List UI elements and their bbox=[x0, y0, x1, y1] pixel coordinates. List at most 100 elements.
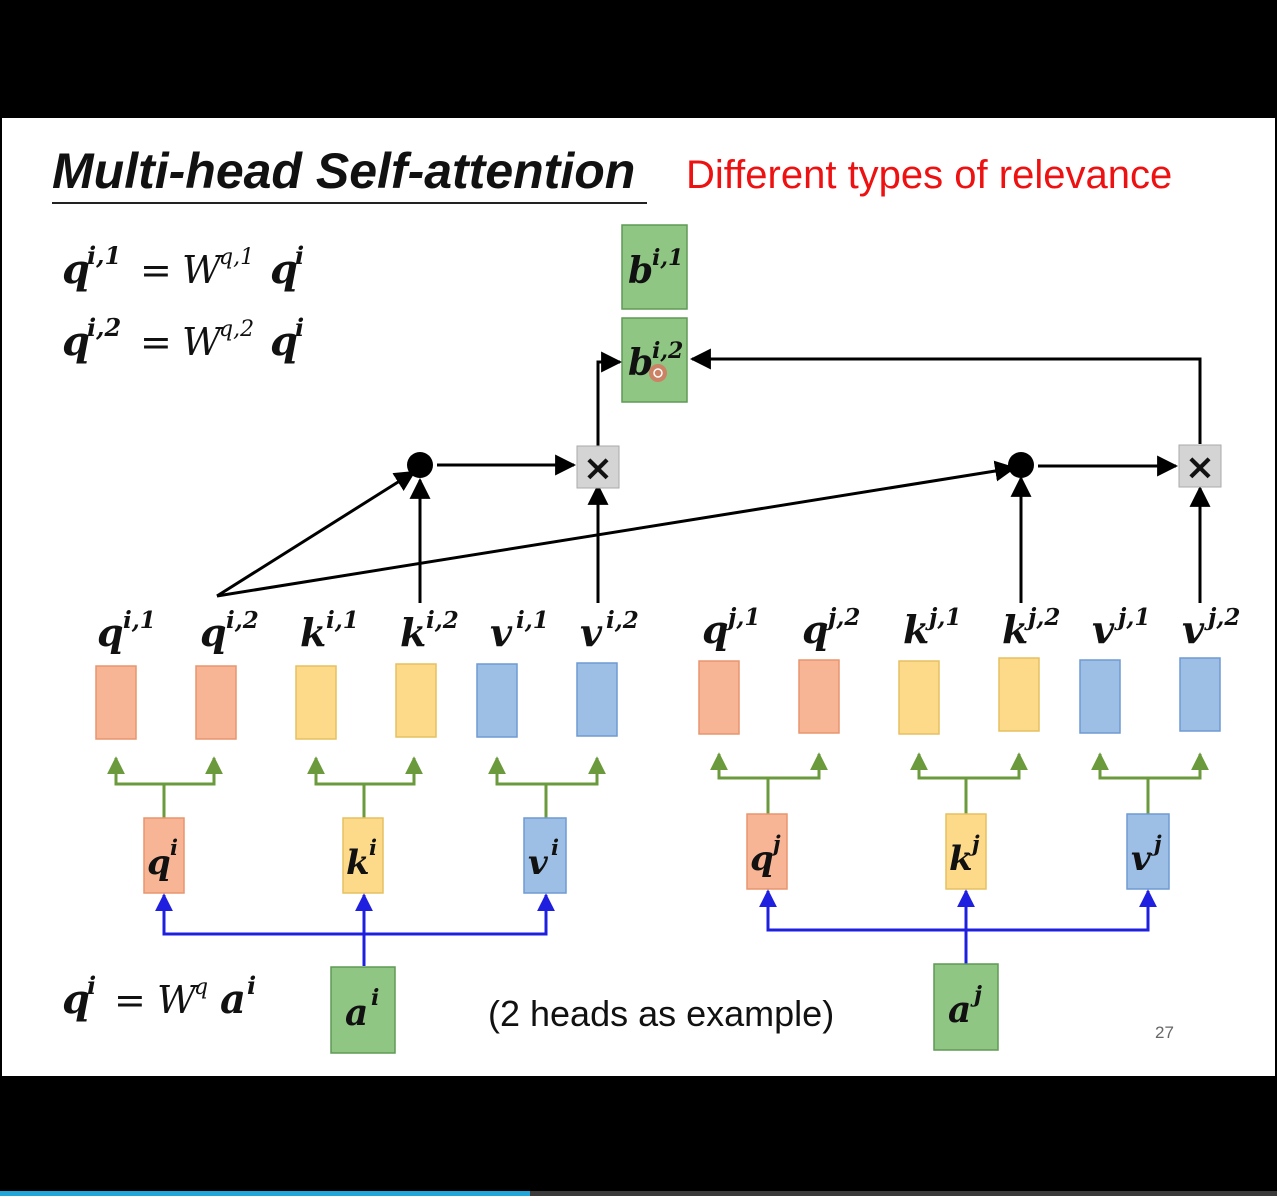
svg-text:i: i bbox=[551, 835, 559, 860]
svg-text:a: a bbox=[220, 976, 246, 1023]
equation-q-i: q i = W q a i bbox=[62, 971, 256, 1023]
multiply-box-1: × bbox=[576, 445, 620, 489]
svg-text:q,2: q,2 bbox=[219, 317, 254, 342]
vector-q-j1 bbox=[698, 660, 740, 735]
svg-text:i,2: i,2 bbox=[87, 313, 121, 342]
mid-vector-q-i: q i bbox=[143, 817, 185, 894]
mid-vector-v-i: v i bbox=[523, 817, 567, 894]
svg-text:i: i bbox=[371, 985, 379, 1011]
svg-text:q: q bbox=[750, 839, 774, 879]
svg-text:v: v bbox=[490, 610, 513, 655]
svg-text:i,2: i,2 bbox=[226, 607, 259, 634]
svg-text:v: v bbox=[1131, 839, 1152, 879]
svg-text:i,2: i,2 bbox=[652, 338, 683, 364]
svg-text:×: × bbox=[583, 448, 613, 489]
vector-v-i2 bbox=[576, 662, 618, 737]
slide: Multi-head Self-attention Different type… bbox=[2, 118, 1275, 1076]
slide-subtitle: Different types of relevance bbox=[686, 153, 1172, 197]
diagram-canvas: Multi-head Self-attention Different type… bbox=[52, 143, 1240, 1054]
head-split-arrows bbox=[107, 752, 1209, 818]
vector-v-j1 bbox=[1079, 659, 1121, 734]
svg-text:b: b bbox=[628, 342, 653, 384]
dot-product-node-1 bbox=[407, 452, 433, 478]
vector-k-j2 bbox=[998, 657, 1040, 732]
svg-text:v: v bbox=[1092, 607, 1115, 652]
svg-text:=: = bbox=[140, 320, 172, 364]
vector-q-i1 bbox=[95, 665, 137, 740]
vector-q-i2 bbox=[195, 665, 237, 740]
svg-text:i: i bbox=[369, 835, 377, 860]
mid-vector-q-j: q j bbox=[746, 813, 788, 890]
svg-text:=: = bbox=[140, 248, 172, 292]
svg-text:q: q bbox=[147, 843, 171, 883]
svg-text:i: i bbox=[295, 313, 304, 342]
svg-text:k: k bbox=[949, 839, 973, 879]
slide-title: Multi-head Self-attention bbox=[52, 143, 635, 199]
cursor-pointer-dot bbox=[649, 364, 667, 382]
svg-text:q: q bbox=[97, 610, 124, 655]
svg-text:×: × bbox=[1185, 447, 1215, 488]
input-a-i: a i bbox=[330, 966, 396, 1054]
svg-text:q: q bbox=[702, 607, 729, 652]
head-vectors-i bbox=[95, 662, 618, 740]
svg-text:W: W bbox=[182, 320, 224, 364]
svg-text:q: q bbox=[62, 976, 90, 1023]
video-progress-fill bbox=[0, 1191, 530, 1196]
head-vectors-j bbox=[698, 657, 1221, 735]
svg-text:i,2: i,2 bbox=[426, 607, 459, 634]
projection-arrows bbox=[155, 889, 1157, 966]
output-b-i1: b i,1 bbox=[621, 224, 688, 310]
mid-vector-k-j: k j bbox=[945, 813, 987, 890]
dot-product-node-2 bbox=[1008, 452, 1034, 478]
svg-text:q,1: q,1 bbox=[219, 245, 254, 270]
svg-text:v: v bbox=[1182, 607, 1205, 652]
svg-text:k: k bbox=[903, 607, 929, 652]
svg-text:i: i bbox=[295, 241, 304, 270]
svg-text:q: q bbox=[62, 318, 90, 365]
video-progress-bar[interactable] bbox=[0, 1191, 1277, 1196]
svg-text:j,2: j,2 bbox=[824, 604, 860, 631]
mid-vector-k-i: k i bbox=[342, 817, 384, 894]
svg-text:i,1: i,1 bbox=[326, 607, 359, 634]
svg-text:a: a bbox=[345, 992, 368, 1034]
heads-note: (2 heads as example) bbox=[488, 993, 834, 1034]
vector-q-j2 bbox=[798, 659, 840, 734]
svg-text:q: q bbox=[200, 610, 227, 655]
svg-text:q: q bbox=[62, 246, 90, 293]
svg-text:q: q bbox=[270, 246, 298, 293]
svg-text:k: k bbox=[300, 610, 326, 655]
svg-text:=: = bbox=[114, 978, 146, 1022]
vector-k-j1 bbox=[898, 660, 940, 735]
svg-text:b: b bbox=[628, 250, 653, 292]
vector-k-i1 bbox=[295, 665, 337, 740]
svg-text:W: W bbox=[182, 248, 224, 292]
svg-text:i,1: i,1 bbox=[516, 607, 549, 634]
svg-text:q: q bbox=[194, 975, 208, 1000]
svg-text:k: k bbox=[346, 843, 370, 883]
svg-text:i,2: i,2 bbox=[606, 607, 639, 634]
svg-text:k: k bbox=[1002, 607, 1028, 652]
output-b-i2: b i,2 bbox=[621, 317, 688, 403]
video-letterbox-top bbox=[0, 0, 1277, 118]
svg-text:j,2: j,2 bbox=[1204, 604, 1240, 631]
page-number: 27 bbox=[1155, 1023, 1174, 1042]
video-letterbox-bottom bbox=[0, 1076, 1277, 1196]
svg-text:j,1: j,1 bbox=[925, 604, 961, 631]
svg-text:i,1: i,1 bbox=[87, 241, 121, 270]
svg-text:q: q bbox=[270, 318, 298, 365]
svg-text:j,1: j,1 bbox=[724, 604, 760, 631]
vector-v-i1 bbox=[476, 663, 518, 738]
svg-text:k: k bbox=[400, 610, 426, 655]
